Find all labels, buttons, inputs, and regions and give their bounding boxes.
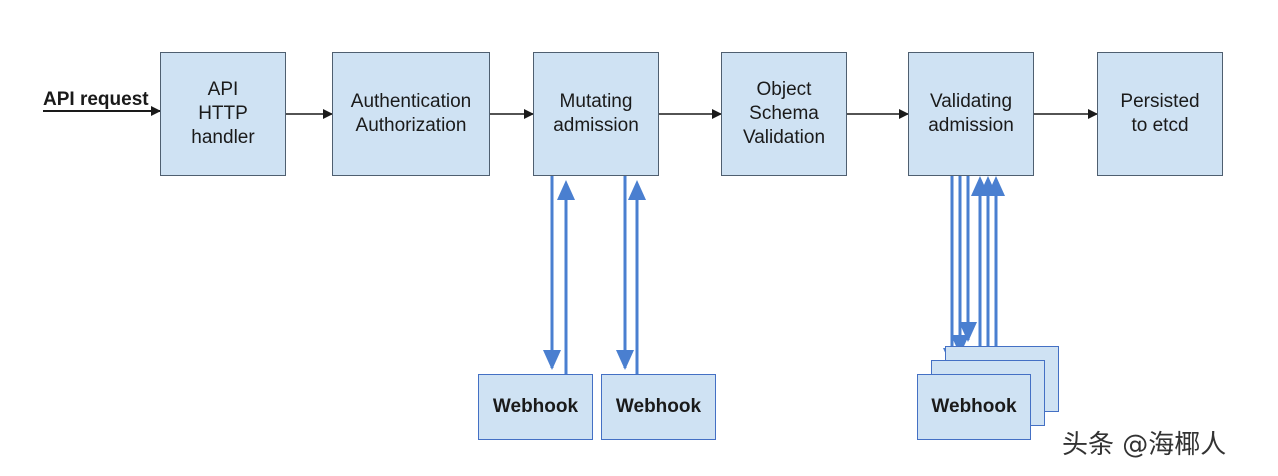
validating-webhook-front: Webhook <box>917 374 1031 440</box>
stage-label-authentication-authorization: Authentication Authorization <box>350 91 472 136</box>
validating-call-arrowhead-3 <box>959 322 977 342</box>
webhook-label: Webhook <box>492 396 579 417</box>
stage-object-schema-validation: Object Schema Validation <box>721 52 847 176</box>
stage-label-persisted-to-etcd: Persisted to etcd <box>1120 91 1200 136</box>
stage-label-mutating-admission: Mutating admission <box>553 91 639 136</box>
webhook-label: Webhook <box>615 396 702 417</box>
stage-label-object-schema-validation: Object Schema Validation <box>742 79 826 148</box>
mutating-return-arrowhead-1 <box>557 180 575 200</box>
webhook-label: Webhook <box>931 396 1017 417</box>
stage-validating-admission: Validating admission <box>908 52 1034 176</box>
stage-mutating-admission: Mutating admission <box>533 52 659 176</box>
mutating-call-arrowhead-2 <box>616 350 634 370</box>
mutating-webhook-2: Webhook <box>601 374 716 440</box>
stage-persisted-to-etcd: Persisted to etcd <box>1097 52 1223 176</box>
validating-return-arrowhead-3 <box>987 176 1005 196</box>
stage-api-http-handler: API HTTP handler <box>160 52 286 176</box>
api-request-label: API request <box>43 89 149 110</box>
mutating-return-arrowhead-2 <box>628 180 646 200</box>
stage-label-api-http-handler: API HTTP handler <box>191 79 255 148</box>
mutating-webhook-1: Webhook <box>478 374 593 440</box>
mutating-call-arrowhead-1 <box>543 350 561 370</box>
stage-label-validating-admission: Validating admission <box>928 91 1014 136</box>
validating-call-arrowhead-2 <box>951 335 969 355</box>
watermark-text: 头条 @海椰人 <box>1062 430 1227 460</box>
stage-authentication-authorization: Authentication Authorization <box>332 52 490 176</box>
